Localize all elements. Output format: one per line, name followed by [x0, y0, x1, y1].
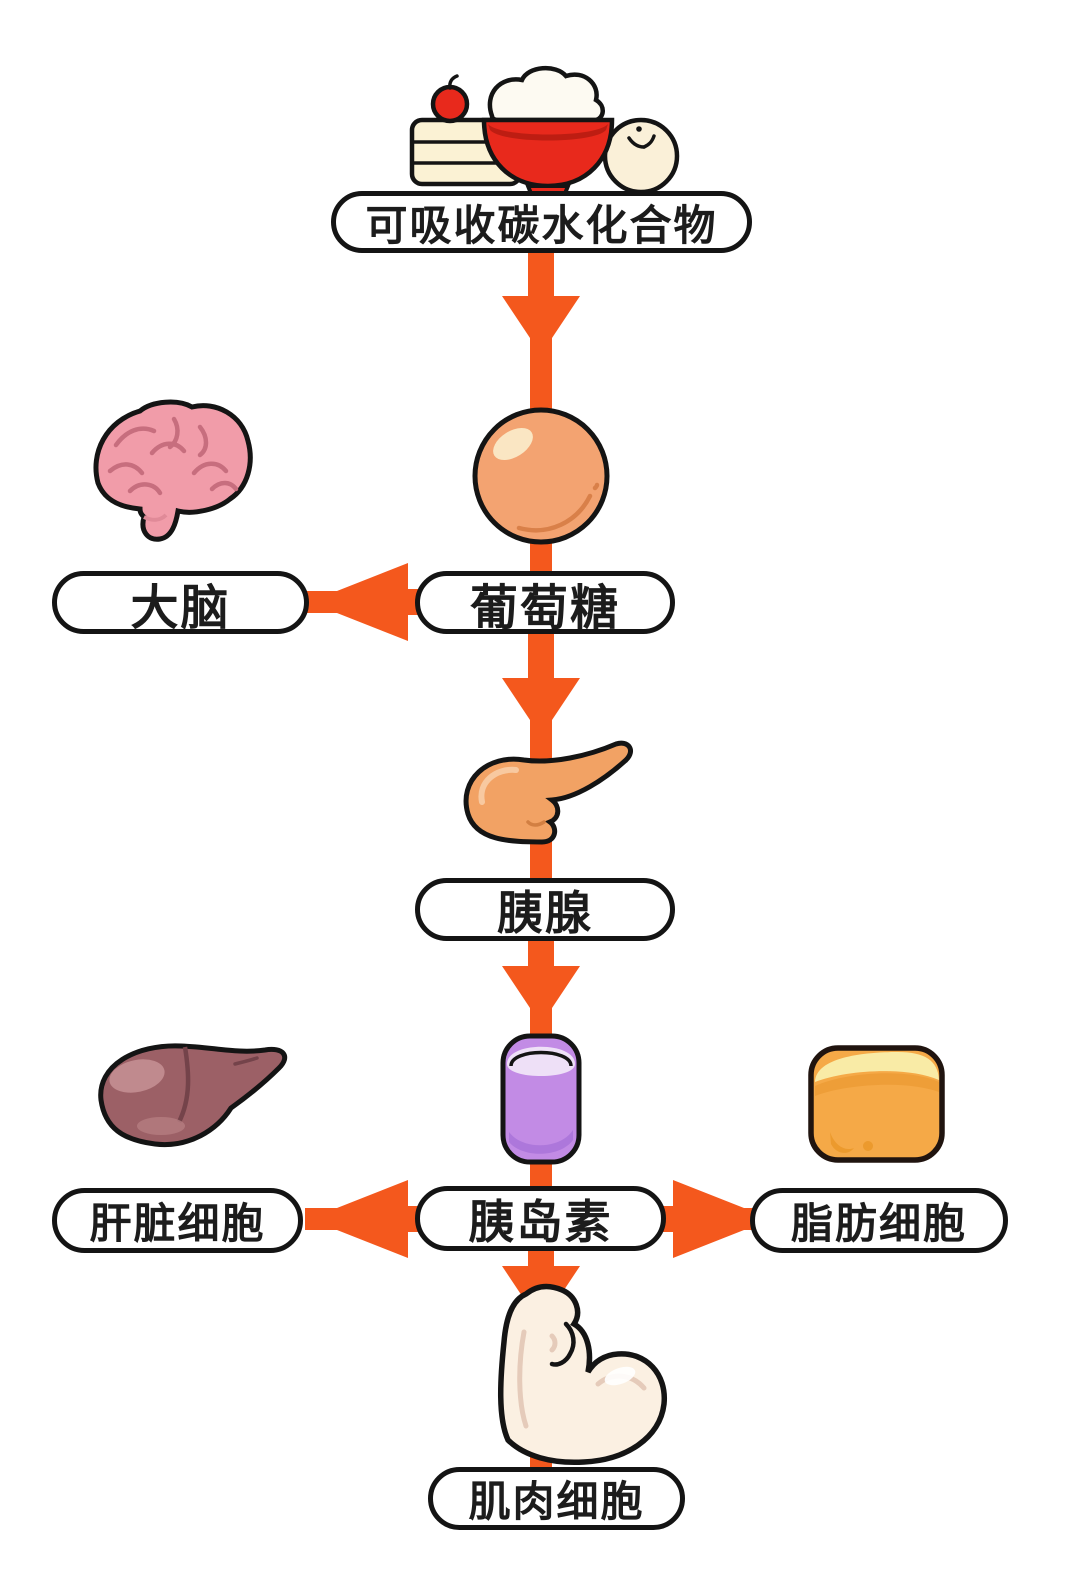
arrow-left-icon	[305, 1180, 420, 1258]
node-label-muscle: 肌肉细胞	[468, 1477, 645, 1526]
node-pill-fat: 脂肪细胞	[750, 1188, 1008, 1253]
glucose-sphere-icon	[469, 404, 613, 548]
node-pill-muscle: 肌肉细胞	[428, 1467, 685, 1530]
muscle-arm-icon	[468, 1276, 672, 1468]
node-pill-pancreas: 胰腺	[415, 878, 675, 941]
arrow-down-icon	[502, 633, 580, 884]
node-pill-liver: 肝脏细胞	[52, 1188, 303, 1253]
carb-foods-icon	[400, 64, 680, 194]
node-label-brain: 大脑	[130, 579, 231, 636]
node-label-insulin: 胰岛素	[468, 1194, 613, 1249]
fat-cell-icon	[806, 1040, 948, 1168]
node-label-carbs: 可吸收碳水化合物	[365, 200, 718, 250]
arrow-right-icon	[661, 1180, 760, 1258]
node-label-liver: 肝脏细胞	[89, 1199, 266, 1248]
node-label-fat: 脂肪细胞	[790, 1199, 967, 1248]
liver-icon	[85, 1036, 295, 1161]
arrow-left-icon	[305, 563, 420, 641]
brain-icon	[82, 396, 262, 548]
node-pill-glucose: 葡萄糖	[415, 571, 675, 636]
node-pill-insulin: 胰岛素	[415, 1186, 666, 1251]
node-label-pancreas: 胰腺	[497, 885, 593, 940]
node-pill-brain: 大脑	[52, 571, 309, 636]
insulin-vial-icon	[498, 1028, 584, 1170]
node-label-glucose: 葡萄糖	[469, 579, 620, 636]
node-pill-carbs: 可吸收碳水化合物	[331, 191, 752, 253]
pancreas-icon	[448, 736, 638, 861]
